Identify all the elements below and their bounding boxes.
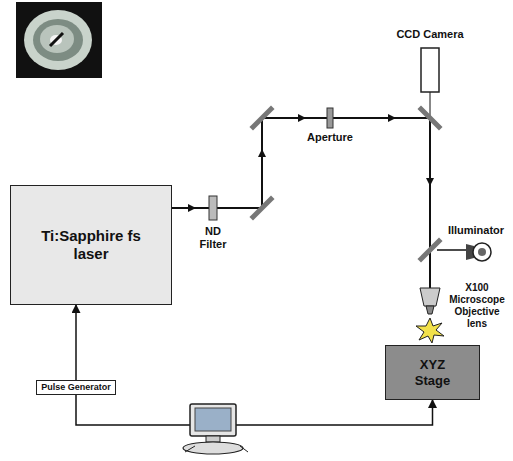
aperture [327,108,333,128]
illuminator-label: Illuminator [443,224,509,237]
laser-box: Ti:Sapphire fs laser [10,185,172,305]
aperture-label: Aperture [295,131,365,144]
filter-label: ND Filter [191,225,235,251]
ablation-spark [416,318,444,343]
mirror [253,109,439,259]
ccd-camera [421,48,439,92]
node-text: Ti:Sapphire fs laser [31,227,151,263]
node-text: XYZ Stage [403,357,463,388]
sample-photo [16,2,102,78]
node-text: Pulse Generator [41,382,111,393]
nd-filter [209,196,217,220]
signal-wire [76,395,433,425]
pulse-generator-box: Pulse Generator [36,380,116,395]
camera-label: CCD Camera [385,28,475,41]
stage-box: XYZ Stage [385,345,480,400]
objective-label: X100 Microscope Objective lens [444,282,510,330]
signal-wire [75,305,77,380]
objective-lens [420,288,440,314]
laser-beam [172,92,430,288]
illuminator-lamp [437,243,491,261]
